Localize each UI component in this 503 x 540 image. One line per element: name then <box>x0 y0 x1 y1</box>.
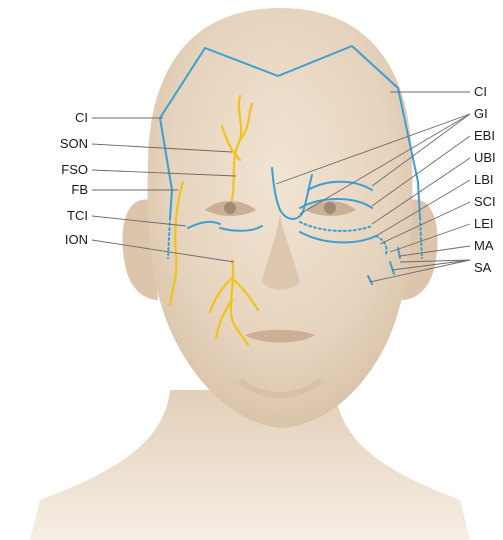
label-sci: SCI <box>474 194 496 209</box>
label-fso: FSO <box>61 162 88 177</box>
label-ebi: EBI <box>474 128 495 143</box>
left-iris <box>224 202 236 214</box>
label-lbi: LBI <box>474 172 494 187</box>
label-ion: ION <box>65 232 88 247</box>
label-sa: SA <box>474 260 492 275</box>
label-fb: FB <box>71 182 88 197</box>
label-ci-left: CI <box>75 110 88 125</box>
label-gi: GI <box>474 106 488 121</box>
right-iris <box>324 202 336 214</box>
label-son: SON <box>60 136 88 151</box>
label-ubi: UBI <box>474 150 496 165</box>
label-ci-right: CI <box>474 84 487 99</box>
label-lei: LEI <box>474 216 494 231</box>
label-ma: MA <box>474 238 494 253</box>
label-tci: TCI <box>67 208 88 223</box>
